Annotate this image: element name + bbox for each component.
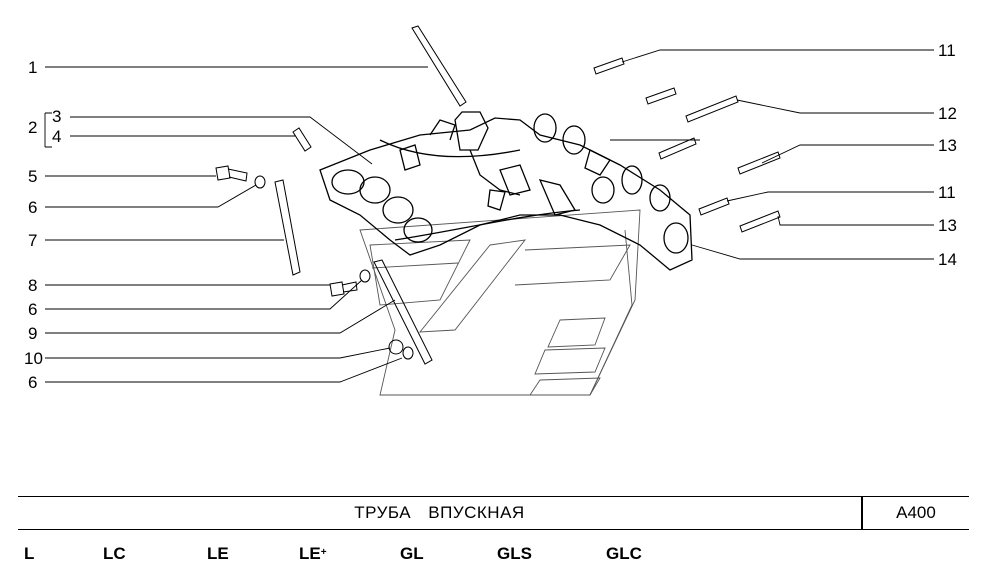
callout-12: 12 [938, 104, 957, 123]
callout-7: 7 [28, 231, 38, 250]
stud-11a [593, 57, 625, 75]
callout-10: 10 [24, 349, 43, 368]
callout-6-top: 6 [28, 198, 38, 217]
callout-6-middle: 6 [28, 300, 38, 319]
callout-9: 9 [28, 324, 38, 343]
diagram-code: A400 [896, 503, 936, 522]
callout-1: 1 [28, 58, 38, 77]
washer-6b [359, 269, 371, 283]
callout-11-top: 11 [938, 41, 956, 60]
diagram-title: ТРУБА ВПУСКНАЯ [354, 503, 525, 522]
stud-13c [739, 210, 781, 233]
callout-2: 2 [28, 118, 38, 137]
variant-gl: GL [400, 544, 424, 563]
variant-l: L [24, 544, 35, 563]
bolt-5 [215, 165, 248, 182]
callout-11-bottom: 11 [938, 183, 956, 202]
callout-13-bottom: 13 [938, 216, 957, 235]
washer-6c [402, 346, 414, 360]
intake-manifold [319, 111, 693, 271]
title-divider [861, 497, 863, 529]
callout-13-top: 13 [938, 136, 957, 155]
leader-lines [44, 49, 934, 383]
variant-lc: LC [103, 544, 126, 563]
callout-14: 14 [938, 250, 957, 269]
stud-11b [645, 87, 677, 105]
stud-13b [737, 151, 781, 175]
variant-gls: GLS [497, 544, 532, 563]
variant-le-plus: LE+ [299, 544, 327, 563]
callout-8: 8 [28, 276, 38, 295]
stud-12 [685, 95, 739, 123]
variant-glc: GLC [606, 544, 642, 563]
background-hatch [359, 209, 641, 396]
washer-6a [254, 175, 266, 189]
bracket-7 [274, 179, 301, 276]
callout-5: 5 [28, 167, 38, 186]
bolt-8 [329, 281, 358, 297]
stud-13a [658, 137, 697, 160]
stud-11c [698, 197, 730, 216]
callout-6-bottom: 6 [28, 373, 38, 392]
variant-le: LE [207, 544, 229, 563]
callout-4: 4 [52, 127, 62, 146]
callout-3: 3 [52, 107, 62, 126]
bracket-9 [373, 259, 433, 365]
nut-10 [388, 339, 404, 355]
stud-1 [411, 25, 467, 107]
stud-4 [292, 127, 312, 152]
title-block: ТРУБА ВПУСКНАЯ A400 [18, 496, 969, 530]
